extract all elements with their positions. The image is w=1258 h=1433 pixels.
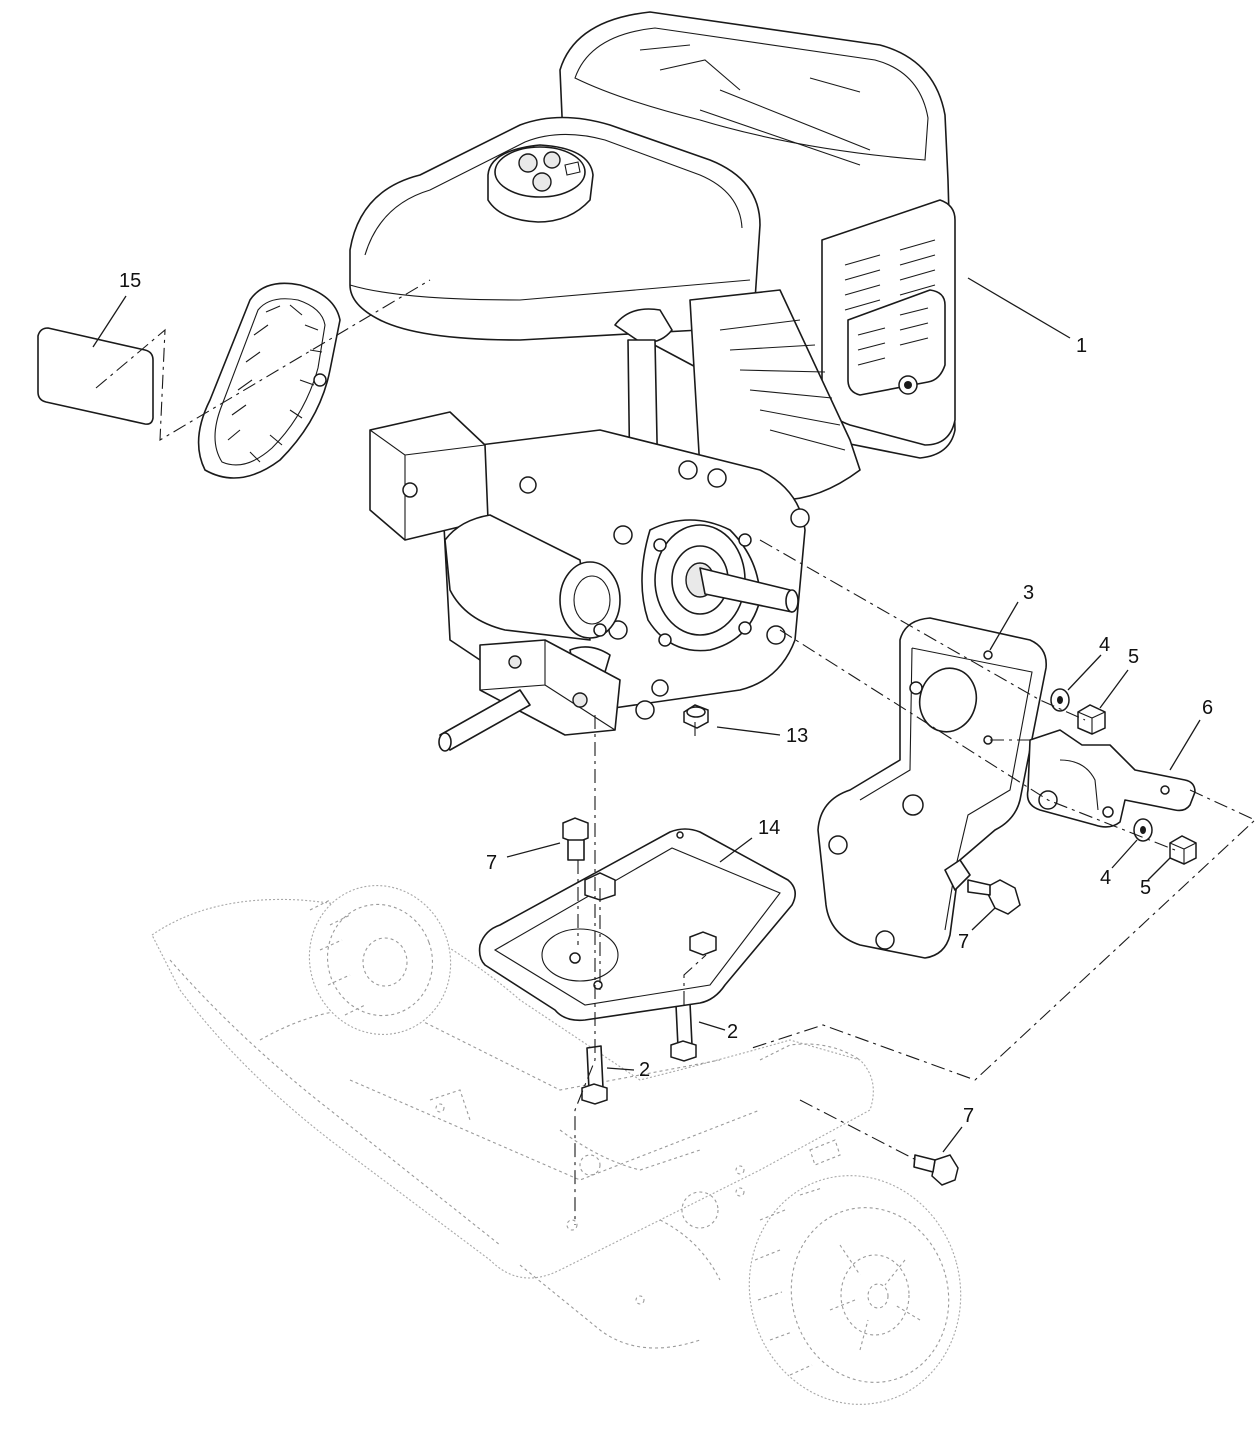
leader-lines	[92, 277, 1201, 1153]
callout-labels: 15 1 3 4 5 6 13 14 7 4 5 7 2 2 7	[119, 270, 1213, 1127]
assembly-lines	[95, 279, 1256, 1225]
callout-6: 6	[1202, 697, 1213, 719]
decal-15	[37, 327, 154, 425]
muffler-vents	[844, 239, 946, 396]
crankcase-bolts	[519, 460, 810, 720]
callout-7-bracket: 7	[958, 931, 969, 953]
callout-5-top: 5	[1128, 646, 1139, 668]
plate-14	[478, 828, 796, 1022]
callout-2-right: 2	[727, 1021, 738, 1043]
callout-7-plate: 7	[486, 852, 497, 874]
engine-assembly	[197, 11, 956, 752]
wheel-right-ghost	[748, 1175, 962, 1405]
fuel-cap	[487, 144, 594, 223]
callout-3: 3	[1023, 582, 1034, 604]
nut-13	[683, 704, 709, 729]
callout-13: 13	[786, 725, 808, 747]
callout-4-bottom: 4	[1100, 867, 1111, 889]
electric-starter	[444, 514, 621, 676]
wheel-left-ghost	[308, 885, 452, 1035]
callout-7-frame: 7	[963, 1105, 974, 1127]
recoil-starter-handle	[197, 282, 341, 479]
callout-14: 14	[758, 817, 780, 839]
callout-4-top: 4	[1099, 634, 1110, 656]
bracket-3	[817, 617, 1047, 959]
callout-2-left: 2	[639, 1059, 650, 1081]
callout-15: 15	[119, 270, 141, 292]
hardware	[562, 688, 1197, 1186]
bracket-6	[1026, 729, 1196, 828]
callout-1: 1	[1076, 335, 1087, 357]
callout-5-bottom: 5	[1140, 877, 1151, 899]
crankshaft-flange	[641, 519, 799, 652]
